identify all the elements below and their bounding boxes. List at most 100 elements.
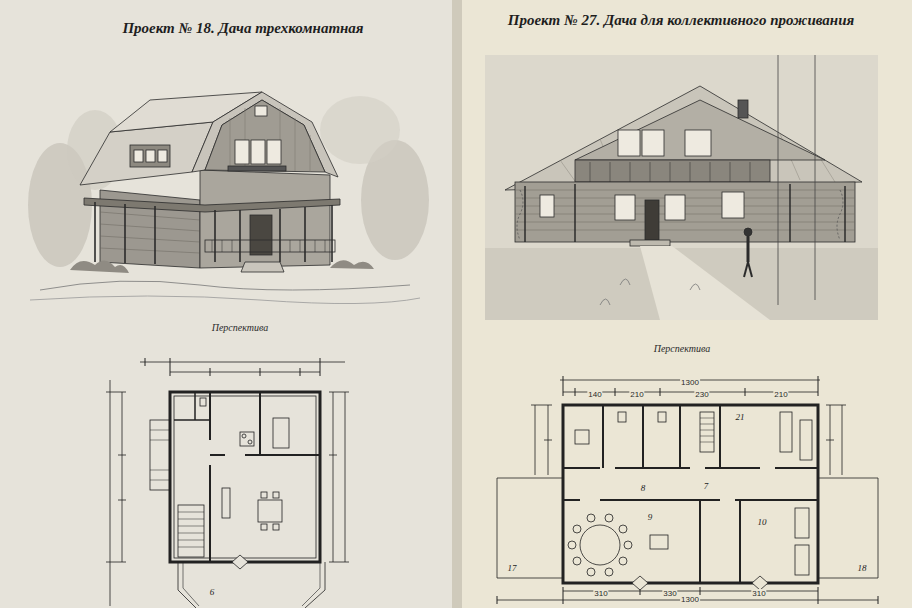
dacha-18-plan-stroke-stroke [178,526,204,527]
dacha-18-perspective-stroke [212,240,325,252]
dacha-18-plan-stroke-stroke [118,455,126,456]
dacha-27-perspective-stroke-stroke [690,162,691,182]
dacha-18-plan-stroke [145,358,320,376]
dacha-27-perspective-stroke-stroke [574,184,576,242]
dimension-value-holder: 1300 [680,589,700,605]
dacha-18-perspective-stroke [228,166,286,171]
dacha-18-plan-stroke [140,362,345,363]
dacha-27-perspective-stroke [517,190,523,240]
dacha-18-plan-stroke [329,392,349,562]
dacha-18-plan-stroke-stroke [150,430,170,431]
dacha-27-plan-stroke [563,405,818,583]
dacha-27-plan-stroke [826,440,834,441]
dacha-18-plan-stroke [258,500,282,522]
dimension-value-holder: 210 [773,384,788,400]
dacha-18-plan-stroke-stroke [210,368,211,376]
dacha-18-plan-stroke [170,372,320,373]
dacha-18-plan-stroke [242,434,246,438]
dacha-18-perspective-stroke [241,262,284,272]
dacha-27-plan-stroke-stroke [587,568,595,576]
dacha-18-plan-stroke [259,392,261,455]
dacha-27-perspective-stroke [837,190,843,240]
dimension-value: 310 [593,589,608,598]
dacha-18-plan-stroke-stroke [145,358,146,366]
dimension-value-holder: 310 [593,583,608,599]
dacha-18-plan-stroke [273,524,279,530]
dacha-27-plan-stroke-stroke [679,405,681,468]
room-number: 7 [703,481,710,491]
dacha-27-perspective-stroke [540,195,554,217]
dacha-27-perspective-stroke [615,195,635,220]
dacha-27-plan-stroke-stroke [700,436,714,437]
dacha-18-plan-stroke-stroke [320,358,321,376]
dacha-27-plan-stroke-stroke [600,499,720,501]
dacha-27-perspective-stroke [747,236,750,262]
room-number: 17 [507,563,518,573]
dacha-18-plan-stroke-stroke [329,455,337,456]
dacha-27-perspective-stroke-stroke [670,162,671,182]
dacha-18-plan-stroke [245,454,320,456]
dacha-27-plan-stroke [618,412,626,422]
room-number: 18 [857,563,868,573]
dacha-18-plan-stroke [106,392,126,562]
dacha-18-plan-stroke [240,432,254,446]
dacha-18-plan-stroke [232,555,248,569]
dacha-18-perspective [28,92,429,304]
room-number-holder: 6 [209,582,216,598]
dacha-18-plan-stroke [305,562,325,608]
dacha-27-plan-stroke [752,576,768,590]
dacha-18-plan-stroke-stroke [178,547,204,548]
dacha-18-plan-stroke [273,492,279,498]
dacha-27-plan-stroke [842,405,843,475]
dimension-value-holder: 330 [662,583,677,599]
room-number-holder: 8 [640,478,647,494]
dimension-value: 210 [773,390,788,399]
dimension-value: 210 [629,390,644,399]
room-number-holder: 10 [757,512,768,528]
dacha-27-plan-stroke [563,405,818,583]
dacha-18-perspective-stroke [80,122,213,185]
dacha-27-perspective-stroke-stroke [515,222,855,223]
dacha-18-plan-stroke-stroke [118,500,126,501]
dacha-18-perspective-stroke [320,96,400,164]
dacha-18-perspective-stroke [205,240,335,252]
dacha-27-perspective-stroke [575,100,825,160]
project-heading-holder: Проект № 27. Дача для коллективного прож… [508,12,854,29]
dacha-27-plan-stroke-stroke [818,587,819,604]
dacha-18-perspective-stroke-stroke [100,248,200,253]
room-number-holder: 7 [703,476,710,492]
dacha-27-plan-stroke-stroke [660,388,661,396]
dacha-27-perspective-stroke-stroke [590,162,591,182]
dacha-18-plan-stroke-stroke [178,519,204,520]
dacha-18-perspective-stroke-stroke [154,206,156,264]
dacha-18-plan-stroke [222,488,230,518]
dacha-18-plan-stroke-stroke [150,480,170,481]
dacha-27-plan-stroke-stroke [700,418,714,419]
dacha-27-plan-stroke [650,535,668,549]
dacha-27-perspective [485,55,878,320]
dimension-value-holder: 310 [751,583,766,599]
dacha-27-perspective-stroke [748,262,752,277]
dacha-27-plan-stroke-stroke [605,514,613,522]
room-number-holder: 21 [735,407,746,423]
dacha-18-plan-stroke [174,419,210,421]
dacha-18-perspective-stroke-stroke [94,202,96,262]
dacha-18-plan-stroke [333,392,334,562]
dimension-value: 230 [694,390,709,399]
dacha-27-plan-stroke-stroke [818,376,819,396]
dacha-27-perspective-stroke-stroke [650,162,651,182]
room-number: 9 [647,512,654,522]
dacha-27-plan-stroke [800,420,812,460]
dacha-18-plan-stroke-stroke [178,533,204,534]
dacha-27-perspective-stroke [685,130,711,156]
dacha-27-perspective-stroke [485,55,878,320]
dacha-27-plan-stroke [497,478,563,578]
dacha-27-perspective-stroke [778,55,779,305]
dacha-18-plan-stroke [209,392,211,440]
dacha-18-plan-stroke-stroke [329,562,349,563]
dacha-27-perspective-stroke-stroke [820,158,835,182]
dacha-18-perspective-stroke-stroke [315,240,316,252]
dacha-27-perspective-stroke [744,228,752,236]
